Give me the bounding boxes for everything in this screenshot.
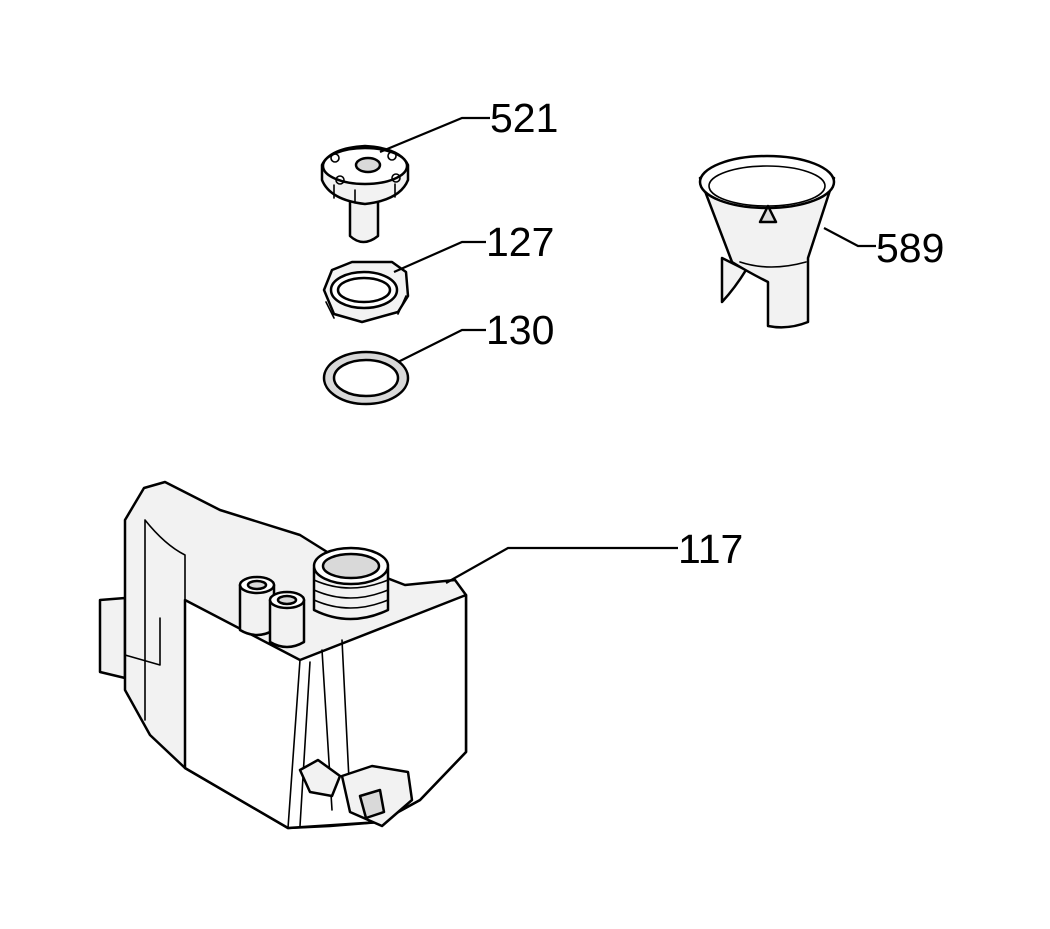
leader-589 [823,227,876,248]
leader-130 [397,328,486,363]
leader-117 [445,546,678,584]
leader-521 [379,116,490,154]
callout-117: 117 [678,526,743,572]
callout-521: 521 [490,95,558,141]
callout-589: 589 [876,225,944,271]
part-521-cap [320,144,410,244]
leader-127 [393,240,486,274]
part-130-seal-ring [322,350,410,406]
part-127-hex-nut [322,260,410,324]
leader-lines [379,116,876,584]
callout-127: 127 [486,219,554,265]
part-589-funnel [698,154,836,329]
part-117-tank [98,480,468,830]
callout-130: 130 [486,307,554,353]
